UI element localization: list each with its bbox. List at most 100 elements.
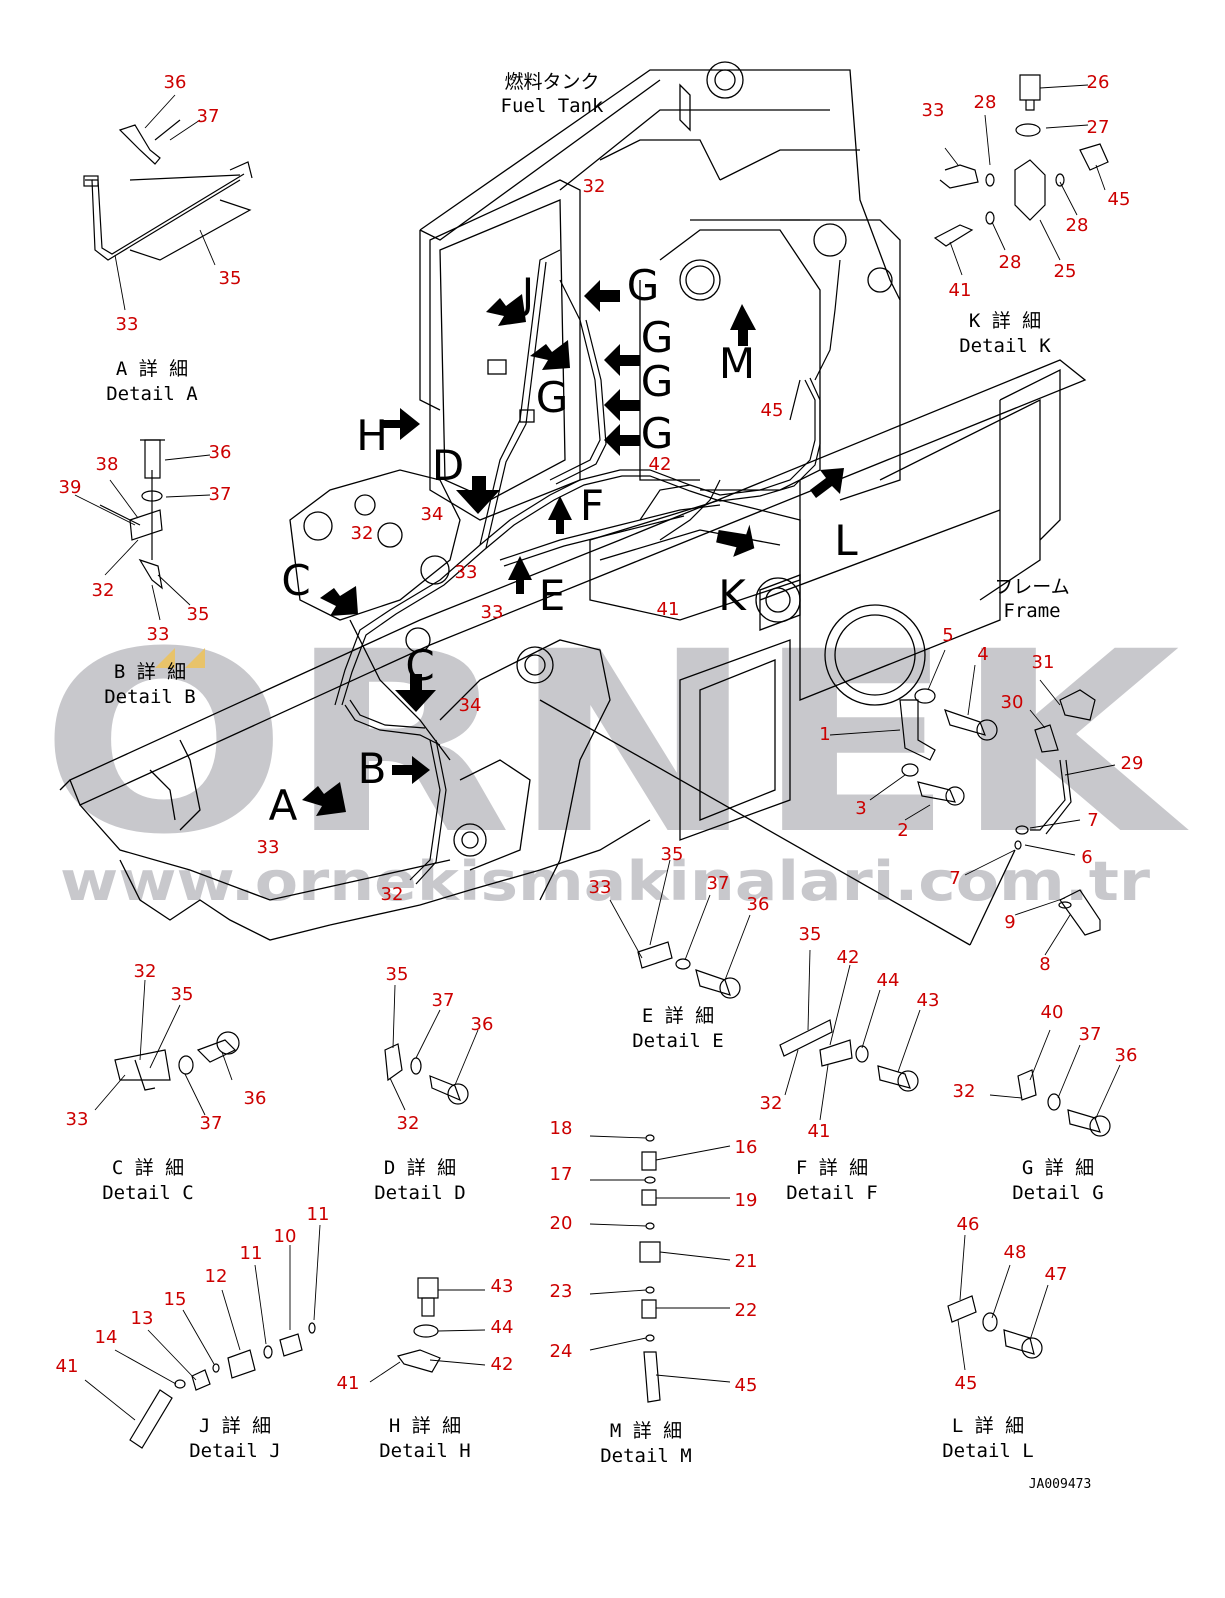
detail-d-label-en: Detail D [374,1182,466,1204]
callout-number: 35 [799,924,822,945]
fuel-tank-title-en: Fuel Tank [501,95,605,117]
detail-e-label-jp: E 詳 細 [642,1005,714,1027]
callout-number: 35 [187,604,210,625]
callout-number: 11 [307,1204,330,1225]
callout-number: 1 [819,724,830,745]
detail-c-drawing [114,1031,240,1091]
labels: 燃料タンク Fuel Tank フレーム Frame JA009473 A 詳 … [102,71,1104,1492]
frame-detail-drawing [899,688,1101,936]
callout-number: 45 [735,1375,758,1396]
callout-number: 43 [917,990,940,1011]
callout-number: 32 [134,961,157,982]
callout-number: 22 [735,1300,758,1321]
callout-number: 36 [209,442,232,463]
callout-number: 13 [131,1308,154,1329]
callout-number: 41 [337,1373,360,1394]
callout-number: 39 [59,477,82,498]
callout-number: 35 [661,844,684,865]
callout-number: 32 [953,1081,976,1102]
callout-number: 32 [583,176,606,197]
callout-number: 40 [1041,1002,1064,1023]
view-letter-d: D [432,441,464,490]
callout-number: 44 [877,970,900,991]
callout-number: 35 [386,964,409,985]
callout-number: 46 [957,1214,980,1235]
watermark: ORNEK www.ornekismakinalari.com.tr [40,598,1190,913]
callout-number: 26 [1087,72,1110,93]
view-letter-c: C [281,556,310,605]
callout-number: 37 [209,484,232,505]
callout-number: 48 [1004,1242,1027,1263]
detail-e-label-en: Detail E [632,1030,724,1052]
callout-number: 41 [56,1356,79,1377]
callout-number: 45 [955,1373,978,1394]
frame-title-en: Frame [1003,600,1060,622]
callout-number: 10 [274,1226,297,1247]
detail-m-label-jp: M 詳 細 [610,1420,682,1442]
callout-number: 9 [1004,912,1015,933]
callout-number: 43 [491,1276,514,1297]
callout-number: 17 [550,1164,573,1185]
callout-number: 6 [1081,847,1092,868]
frame-title-jp: フレーム [994,576,1069,598]
detail-m-drawing [639,1134,661,1403]
callout-number: 37 [432,990,455,1011]
detail-c-label-jp: C 詳 細 [112,1157,184,1179]
callout-number: 33 [589,877,612,898]
detail-b-label-en: Detail B [104,686,196,708]
view-letter-f: F [580,481,604,530]
detail-j-label-jp: J 詳 細 [199,1415,271,1437]
callout-number: 32 [760,1093,783,1114]
view-letter-g-4: G [641,409,674,458]
detail-k-label-jp: K 詳 細 [969,310,1041,332]
callout-number: 33 [116,314,139,335]
callout-number: 20 [550,1213,573,1234]
callout-number: 37 [197,106,220,127]
detail-l-drawing [947,1295,1043,1359]
view-letter-k: K [718,571,747,620]
callout-number: 34 [459,695,482,716]
detail-b-drawing [99,439,165,590]
detail-f-label-jp: F 詳 細 [796,1157,868,1179]
callout-number: 28 [1066,215,1089,236]
detail-j-drawing [129,1322,316,1449]
callout-number: 37 [1079,1024,1102,1045]
callout-number: 28 [974,92,997,113]
detail-m-label-en: Detail M [600,1445,692,1467]
view-letter-a: A [269,781,298,830]
callout-number: 37 [707,873,730,894]
callout-number: 42 [649,454,672,475]
leader-lines [74,84,1121,1421]
detail-j-label-en: Detail J [189,1440,281,1462]
callout-number: 36 [747,894,770,915]
callout-number: 33 [66,1109,89,1130]
detail-g-label-jp: G 詳 細 [1022,1157,1094,1179]
callout-number: 44 [491,1317,514,1338]
detail-e-drawing [637,941,741,999]
callout-number: 33 [455,562,478,583]
callout-number: 36 [244,1088,267,1109]
detail-g-drawing [1017,1069,1111,1137]
callout-number: 42 [491,1354,514,1375]
callout-number: 7 [949,868,960,889]
detail-l-label-jp: L 詳 細 [952,1415,1024,1437]
view-letter-g-3: G [641,357,674,406]
callout-number: 36 [471,1014,494,1035]
detail-c-label-en: Detail C [102,1182,194,1204]
callout-number: 38 [96,454,119,475]
callout-number: 30 [1001,692,1024,713]
detail-a-label-en: Detail A [106,383,198,405]
callout-number: 32 [397,1113,420,1134]
callout-number: 37 [200,1113,223,1134]
callout-number: 41 [949,280,972,301]
callout-number: 35 [171,984,194,1005]
detail-k-label-en: Detail K [959,335,1051,357]
callout-number: 15 [164,1289,187,1310]
callout-number: 3 [855,798,866,819]
callout-number: 41 [657,599,680,620]
view-letter-e: E [539,571,566,620]
callout-number: 32 [92,580,115,601]
callout-number: 12 [205,1266,228,1287]
callout-number: 42 [837,947,860,968]
